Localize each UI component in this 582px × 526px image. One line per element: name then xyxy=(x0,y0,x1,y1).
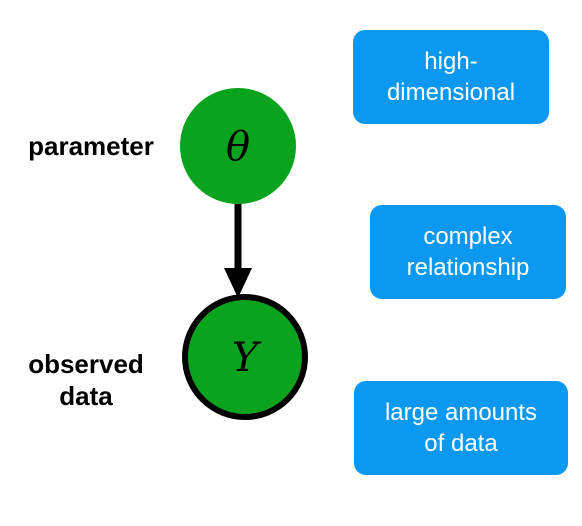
tag-text: high- dimensional xyxy=(387,46,515,108)
observed-data-label: observed data xyxy=(10,348,162,412)
tag-line: of data xyxy=(424,430,498,457)
tag-high-dimensional: high- dimensional xyxy=(353,30,549,124)
arrow-head xyxy=(224,268,252,298)
tag-large-amounts-of-data: large amounts of data xyxy=(354,381,568,475)
observed-data-label-line-1: observed xyxy=(28,349,144,379)
observed-data-symbol: Y xyxy=(232,335,262,381)
observed-data-node xyxy=(182,294,308,420)
tag-line: relationship xyxy=(406,254,530,281)
tag-text: large amounts of data xyxy=(385,397,537,459)
tag-line: complex xyxy=(423,223,513,250)
observed-data-label-line-2: data xyxy=(59,381,113,411)
parameter-node xyxy=(180,88,296,204)
tag-line: large amounts xyxy=(384,399,538,426)
tag-line: high- xyxy=(424,48,478,75)
parameter-symbol: θ xyxy=(226,124,250,170)
tag-text: complex relationship xyxy=(407,221,530,283)
tag-line: dimensional xyxy=(386,79,516,106)
parameter-label: parameter xyxy=(28,131,154,161)
tag-complex-relationship: complex relationship xyxy=(370,205,566,299)
